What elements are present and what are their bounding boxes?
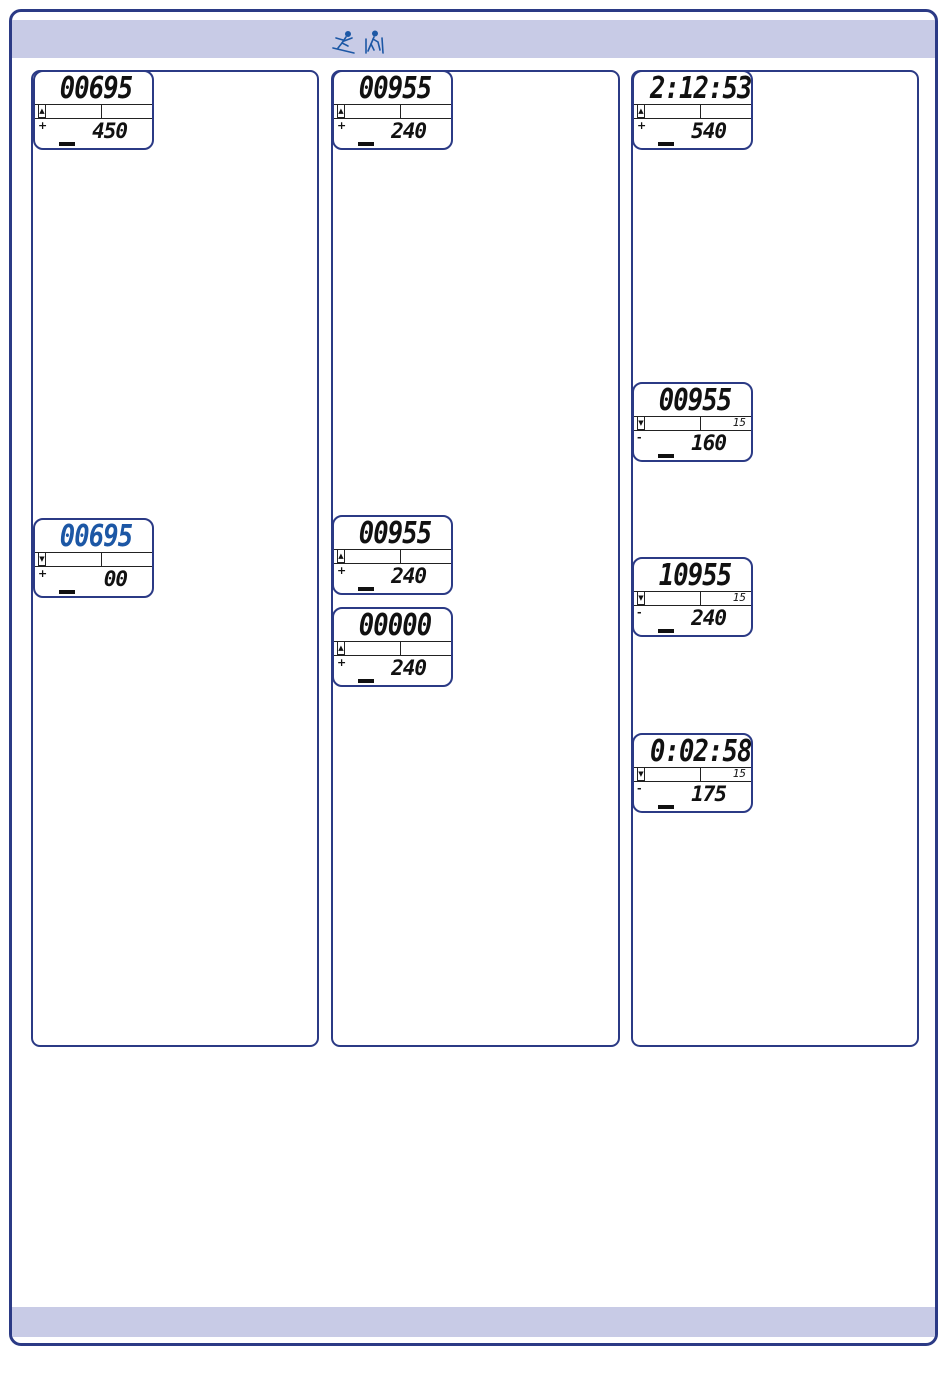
lcd-indicator-bar [358, 142, 374, 146]
arrow-down-icon: ▼ [637, 416, 645, 430]
arrow-up-icon: ▲ [637, 104, 645, 118]
lcd-small-value: 15 [700, 767, 752, 781]
header-band [12, 20, 935, 58]
arrow-up-icon: ▲ [337, 104, 345, 118]
plus-sign: + [38, 120, 48, 132]
lcd-small-value: 15 [700, 591, 752, 605]
lcd-main-value: 2:12:53 [650, 73, 740, 105]
plus-sign: + [337, 657, 347, 669]
lcd-display-middle-1: 00955 ▲ + 240 [332, 70, 453, 150]
lcd-secondary-value: 175 [670, 781, 726, 807]
lcd-small-value [400, 641, 452, 655]
lcd-secondary-value: 00 [71, 566, 127, 592]
lcd-indicator-bar [658, 454, 674, 458]
lcd-small-value [700, 104, 752, 118]
minus-sign: - [637, 432, 647, 444]
lcd-small-value [101, 552, 153, 566]
lcd-main-value: 0:02:58 [650, 736, 740, 768]
lcd-main-value: 00955 [650, 385, 740, 417]
footer-band [12, 1307, 935, 1337]
arrow-down-icon: ▼ [637, 591, 645, 605]
lcd-secondary-value: 240 [370, 118, 426, 144]
lcd-indicator-bar [658, 805, 674, 809]
lcd-main-value: 10955 [650, 560, 740, 592]
lcd-small-value [400, 549, 452, 563]
arrow-up-icon: ▲ [38, 104, 46, 118]
plus-sign: + [38, 568, 48, 580]
lcd-indicator-bar [358, 679, 374, 683]
minus-sign: - [637, 607, 647, 619]
lcd-secondary-value: 240 [670, 605, 726, 631]
lcd-display-right-3: 10955 ▼ 15 - 240 [632, 557, 753, 637]
lcd-display-left-2: 00695 ▼ + 00 [33, 518, 154, 598]
arrow-down-icon: ▼ [637, 767, 645, 781]
lcd-main-value: 00695 [51, 73, 141, 105]
plus-sign: + [337, 565, 347, 577]
cross-country-hiker-icon [366, 31, 383, 53]
lcd-main-value: 00000 [350, 610, 440, 642]
arrow-up-icon: ▲ [337, 549, 345, 563]
lcd-display-left-1: 00695 ▲ + 450 [33, 70, 154, 150]
lcd-indicator-bar [658, 142, 674, 146]
lcd-indicator-bar [59, 590, 75, 594]
lcd-indicator-bar [59, 142, 75, 146]
lcd-small-value: 15 [700, 416, 752, 430]
lcd-indicator-bar [658, 629, 674, 633]
lcd-secondary-value: 160 [670, 430, 726, 456]
arrow-down-icon: ▼ [38, 552, 46, 566]
lcd-display-right-1: 2:12:53 ▲ + 540 [632, 70, 753, 150]
arrow-up-icon: ▲ [337, 641, 345, 655]
lcd-main-value: 00955 [350, 73, 440, 105]
lcd-small-value [101, 104, 153, 118]
lcd-display-middle-2: 00955 ▲ + 240 [332, 515, 453, 595]
lcd-small-value [400, 104, 452, 118]
lcd-secondary-value: 240 [370, 655, 426, 681]
lcd-main-value: 00695 [51, 521, 141, 553]
minus-sign: - [637, 783, 647, 795]
lcd-secondary-value: 540 [670, 118, 726, 144]
lcd-indicator-bar [358, 587, 374, 591]
lcd-main-value: 00955 [350, 518, 440, 550]
plus-sign: + [337, 120, 347, 132]
lcd-display-right-4: 0:02:58 ▼ 15 - 175 [632, 733, 753, 813]
plus-sign: + [637, 120, 647, 132]
lcd-secondary-value: 450 [71, 118, 127, 144]
lcd-secondary-value: 240 [370, 563, 426, 589]
lcd-display-right-2: 00955 ▼ 15 - 160 [632, 382, 753, 462]
lcd-display-middle-3: 00000 ▲ + 240 [332, 607, 453, 687]
ski-skier-icon [330, 30, 390, 56]
